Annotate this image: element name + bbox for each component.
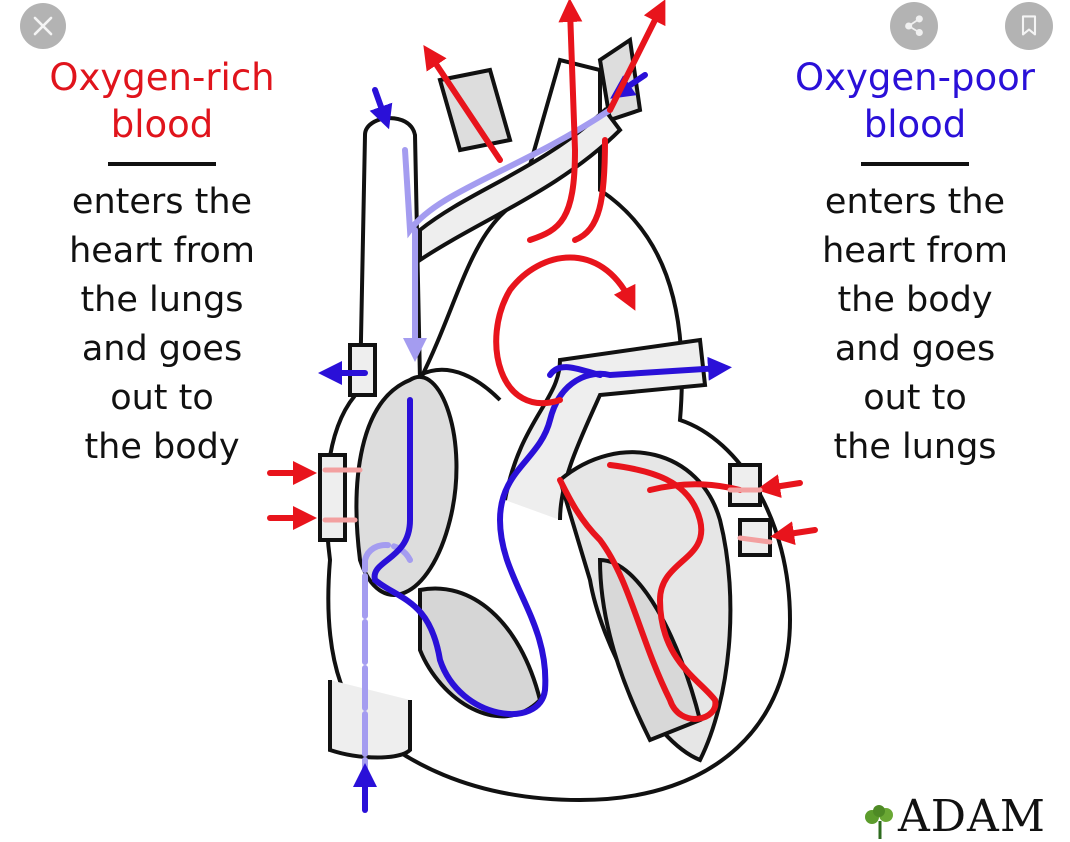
close-icon <box>33 16 53 36</box>
description-line: the lungs <box>833 427 997 467</box>
description-line: out to <box>110 378 214 418</box>
description-line: the lungs <box>80 280 244 320</box>
description-line: the body <box>837 280 993 320</box>
title-line: blood <box>110 103 214 146</box>
oxygen-rich-flow <box>267 0 818 722</box>
description-line: the body <box>84 427 240 467</box>
divider <box>861 162 969 166</box>
heart-outline <box>318 36 793 803</box>
logo-text: ADAM <box>898 791 1046 842</box>
title-line: Oxygen-rich <box>49 56 275 99</box>
oxygen-poor-title: Oxygen-poor blood <box>765 54 1065 148</box>
description-line: and goes <box>834 329 996 369</box>
oxygen-rich-caption: Oxygen-rich blood enters the heart from … <box>12 54 312 472</box>
description-line: enters the <box>824 182 1006 222</box>
oxygen-rich-title: Oxygen-rich blood <box>12 54 312 148</box>
title-line: Oxygen-poor <box>795 56 1035 99</box>
palm-tree-icon <box>865 805 893 839</box>
description-line: out to <box>863 378 967 418</box>
share-button[interactable] <box>890 2 938 50</box>
oxygen-poor-description: enters the heart from the body and goes … <box>765 178 1065 472</box>
bookmark-icon <box>1021 15 1037 36</box>
close-button[interactable] <box>20 3 66 49</box>
heart-diagram <box>267 0 818 813</box>
bookmark-button[interactable] <box>1005 2 1053 50</box>
share-icon <box>905 15 923 37</box>
oxygen-rich-description: enters the heart from the lungs and goes… <box>12 178 312 472</box>
title-line: blood <box>863 103 967 146</box>
description-line: enters the <box>71 182 253 222</box>
adam-logo: ADAM <box>862 795 1046 839</box>
description-line: heart from <box>822 231 1008 271</box>
oxygen-poor-caption: Oxygen-poor blood enters the heart from … <box>765 54 1065 472</box>
divider <box>108 162 216 166</box>
description-line: and goes <box>81 329 243 369</box>
description-line: heart from <box>69 231 255 271</box>
